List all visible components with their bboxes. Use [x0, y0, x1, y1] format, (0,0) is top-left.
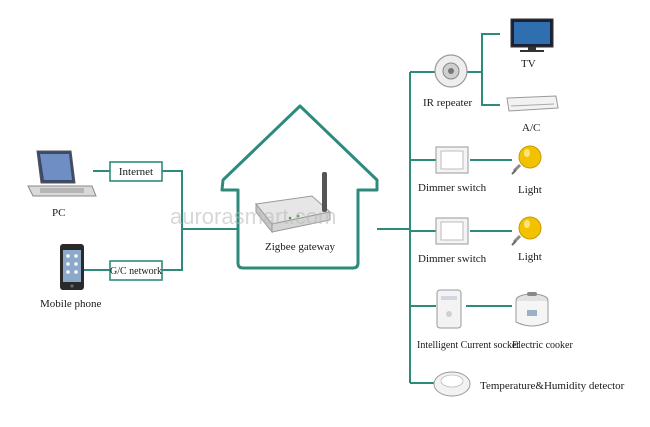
light-bulb-icon: [511, 145, 542, 175]
internet-box: [109, 161, 163, 182]
temp-humidity-detector-label: Temperature&Humidity detector: [480, 380, 625, 392]
wall-switch-icon: [435, 217, 469, 245]
light-1-label: Light: [518, 184, 542, 196]
router-icon: [255, 172, 332, 234]
right-connection-lines: [377, 33, 512, 384]
wall-switch-icon: [435, 146, 469, 174]
left-connection-lines: [84, 170, 239, 271]
laptop-icon: [27, 150, 97, 197]
ir-repeater-icon: [434, 54, 468, 88]
ir-repeater-label: IR repeater: [423, 97, 472, 109]
zigbee-gateway-label: Zigbee gateway: [265, 241, 335, 253]
current-socket-label: Intelligent Current socket: [417, 340, 519, 351]
tv-icon: [510, 18, 554, 52]
pc-label: PC: [52, 207, 65, 219]
air-conditioner-icon: [506, 95, 559, 112]
light-2-label: Light: [518, 251, 542, 263]
smartphone-icon: [60, 244, 84, 290]
tv-label: TV: [521, 58, 536, 70]
dimmer-switch-2-label: Dimmer switch: [418, 253, 487, 265]
gc-network-label: G/C network: [110, 266, 162, 277]
sensor-icon: [433, 371, 471, 397]
house-outline: [220, 104, 379, 270]
rice-cooker-icon: [515, 292, 549, 327]
watermark: aurorasmart.com: [170, 204, 336, 229]
mobile-phone-label: Mobile phone: [40, 298, 102, 310]
internet-label: Internet: [119, 166, 153, 178]
smart-socket-icon: [436, 289, 462, 329]
electric-cooker-label: Electric cooker: [512, 340, 573, 351]
ac-label: A/C: [522, 122, 540, 134]
dimmer-switch-1-label: Dimmer switch: [418, 182, 487, 194]
light-bulb-icon: [511, 216, 542, 246]
gc-network-box: [109, 260, 163, 281]
